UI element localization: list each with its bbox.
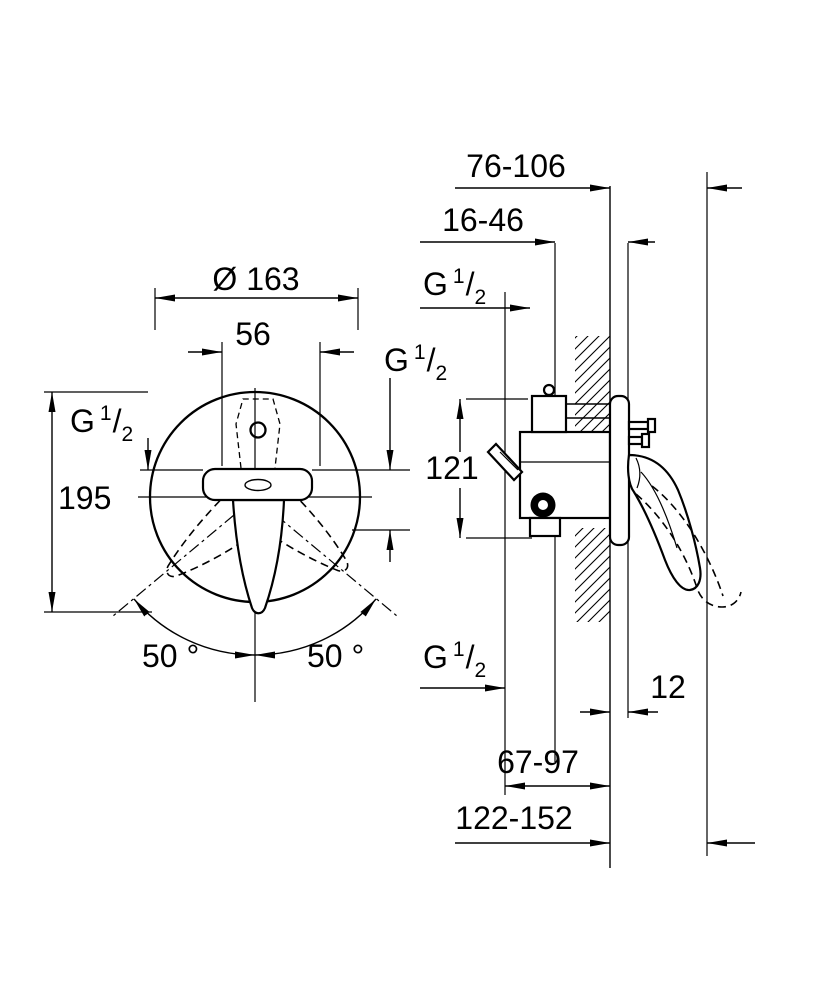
dim-wall-to-tip: 76-106 [455, 148, 742, 192]
dim-body-height: 121 [425, 398, 532, 539]
height-label: 195 [58, 480, 111, 516]
dim-overall-depth: 122-152 [455, 800, 755, 847]
dim-height: 195 [44, 391, 152, 613]
body-height-label: 121 [425, 450, 478, 486]
lever-handle-side [626, 453, 702, 592]
dim-upper-depth: 16-46 [420, 202, 655, 246]
wall-hatch [575, 186, 611, 868]
valve-body-side [486, 383, 612, 538]
angle-right-label: 50 ° [307, 638, 364, 674]
lever-handle-front [201, 467, 314, 615]
diverter-lever-side [486, 442, 524, 482]
lever-hub [201, 467, 314, 502]
lever-rotated-position-side [635, 485, 742, 608]
dim-rough-in: 67-97 [497, 744, 610, 790]
wall-to-tip-label: 76-106 [466, 148, 566, 184]
dim-angle-right: 50 ° [254, 598, 377, 674]
upper-depth-label: 16-46 [442, 202, 524, 238]
lever-rotated-positions [112, 476, 398, 617]
angle-left-label: 50 ° [142, 638, 199, 674]
diameter-label: Ø 163 [212, 261, 299, 297]
rough-in-label: 67-97 [497, 744, 579, 780]
hub-width-label: 56 [235, 316, 271, 352]
dim-diameter: Ø 163 [154, 261, 359, 330]
hub-slot [244, 478, 272, 492]
overall-depth-label: 122-152 [455, 800, 572, 836]
mounting-screws [627, 417, 657, 449]
dim-plate-gap: 12 [580, 669, 686, 716]
lever-blade [231, 498, 286, 615]
dim-hub-width: 56 [188, 316, 354, 466]
plate-gap-label: 12 [650, 669, 686, 705]
diverter-knob-hidden-outline [235, 398, 281, 469]
dim-angle-left: 50 ° [133, 598, 256, 674]
escutcheon-plate-side [608, 394, 631, 547]
